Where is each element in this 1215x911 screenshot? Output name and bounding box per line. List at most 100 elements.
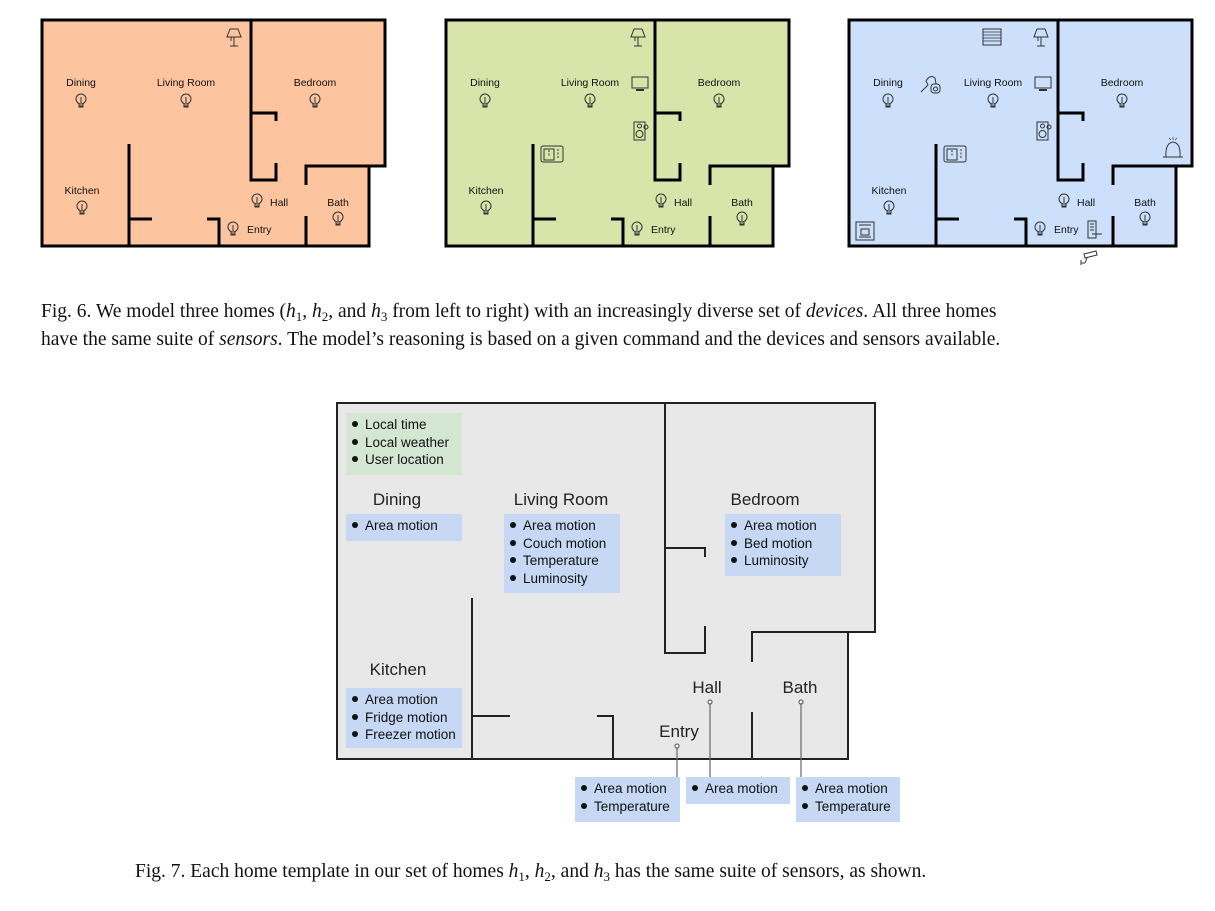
light-bulb-icon (479, 93, 491, 108)
interior-wall (1111, 164, 1192, 185)
sensor-item: Fridge motion (352, 709, 456, 727)
interior-wall (1056, 20, 1085, 182)
caption-segment: has the same suite of sensors, as shown. (609, 861, 927, 882)
interior-wall (251, 111, 278, 121)
thermostat-icon (540, 145, 564, 163)
room-label-hall: Hall (1077, 197, 1095, 209)
caption-segment: sensors (219, 329, 278, 350)
room-label-entry: Entry (1054, 224, 1079, 236)
sensor-item: Temperature (510, 552, 614, 570)
tv-icon (631, 76, 649, 91)
caption-segment: Fig. 6. We model three homes ( (41, 301, 287, 322)
caption-segment: 3 (603, 869, 610, 884)
sensor-item: Area motion (510, 517, 614, 535)
room-label-kitchen: Kitchen (64, 185, 99, 197)
sensor-box-hall: Area motion (686, 777, 790, 804)
room-label-entry: Entry (247, 224, 272, 236)
light-bulb-icon (882, 93, 894, 108)
caption-segment: h (508, 861, 519, 882)
sensor-item: Bed motion (731, 535, 835, 553)
interior-wall (1058, 111, 1085, 121)
room-heading-living-room: Living Room (513, 490, 609, 509)
room-label-living: Living Room (561, 77, 620, 89)
room-heading-entry: Entry (659, 722, 699, 741)
light-bulb-icon (227, 221, 239, 236)
room-heading-kitchen: Kitchen (369, 660, 427, 679)
light-bulb-icon (309, 93, 321, 108)
sensor-item: Temperature (802, 798, 894, 816)
room-heading-bedroom: Bedroom (730, 490, 800, 509)
sensor-item: Luminosity (510, 570, 614, 588)
room-label-dining: Dining (873, 77, 903, 89)
room-label-dining: Dining (470, 77, 500, 89)
room-label-bath: Bath (1134, 197, 1156, 209)
interior-wall (653, 20, 682, 182)
caption-segment: , (302, 301, 313, 322)
light-bulb-icon (1034, 221, 1046, 236)
vacuum-icon (920, 76, 941, 94)
fig7-walls (336, 402, 876, 760)
fig7-caption: Fig. 7. Each home template in our set of… (135, 858, 926, 886)
caption-segment: devices (805, 301, 864, 322)
interior-wall (249, 20, 278, 182)
caption-segment: . The model’s reasoning is based on a gi… (277, 329, 1001, 350)
fig7-leader-lines (674, 699, 804, 777)
blinds-icon (982, 28, 1002, 46)
sensor-item: Freezer motion (352, 726, 456, 744)
caption-segment: 1 (518, 869, 525, 884)
light-bulb-icon (655, 193, 667, 208)
caption-segment: 2 (321, 309, 329, 324)
sensor-item: User location (352, 451, 456, 469)
room-label-hall: Hall (674, 197, 692, 209)
caption-segment: h (312, 301, 322, 322)
caption-segment: h (286, 301, 296, 322)
caption-segment: , and (328, 301, 372, 322)
room-label-kitchen: Kitchen (468, 185, 503, 197)
light-bulb-icon (76, 200, 88, 215)
light-bulb-icon (883, 200, 895, 215)
light-bulb-icon (584, 93, 596, 108)
room-heading-bath: Bath (782, 678, 818, 697)
fig6-caption-line2: have the same suite of sensors. The mode… (41, 326, 1000, 354)
sensor-item: Area motion (731, 517, 835, 535)
light-bulb-icon (180, 93, 192, 108)
caption-segment: Fig. 7. Each home template in our set of… (135, 861, 509, 882)
caption-segment: , and (550, 861, 594, 882)
room-label-entry: Entry (651, 224, 676, 236)
caption-segment: . All three homes (863, 301, 997, 322)
room-label-kitchen: Kitchen (871, 185, 906, 197)
room-label-hall: Hall (270, 197, 288, 209)
smart-lock-icon (1087, 220, 1102, 239)
room-label-bedroom: Bedroom (698, 77, 741, 89)
light-bulb-icon (75, 93, 87, 108)
thermostat-icon (943, 145, 967, 163)
interior-wall (207, 217, 221, 246)
light-bulb-icon (251, 193, 263, 208)
coffee-machine-icon (855, 221, 875, 241)
interior-wall (304, 164, 385, 185)
interior-wall (611, 217, 625, 246)
room-label-bedroom: Bedroom (294, 77, 337, 89)
interior-wall (1014, 217, 1028, 246)
lamp-icon (630, 28, 646, 47)
lamp-icon (226, 28, 242, 47)
light-bulb-icon (987, 93, 999, 108)
sensor-item: Local time (352, 416, 456, 434)
sensor-item: Local weather (352, 434, 456, 452)
caption-segment: h (534, 861, 545, 882)
humidifier-icon (1163, 137, 1183, 158)
speaker-icon (1036, 121, 1052, 141)
caption-segment: 3 (380, 309, 388, 324)
room-label-living: Living Room (157, 77, 216, 89)
sensor-item: Temperature (581, 798, 674, 816)
sensor-item: Couch motion (510, 535, 614, 553)
sensor-item: Area motion (352, 517, 456, 535)
caption-segment: 1 (295, 309, 303, 324)
